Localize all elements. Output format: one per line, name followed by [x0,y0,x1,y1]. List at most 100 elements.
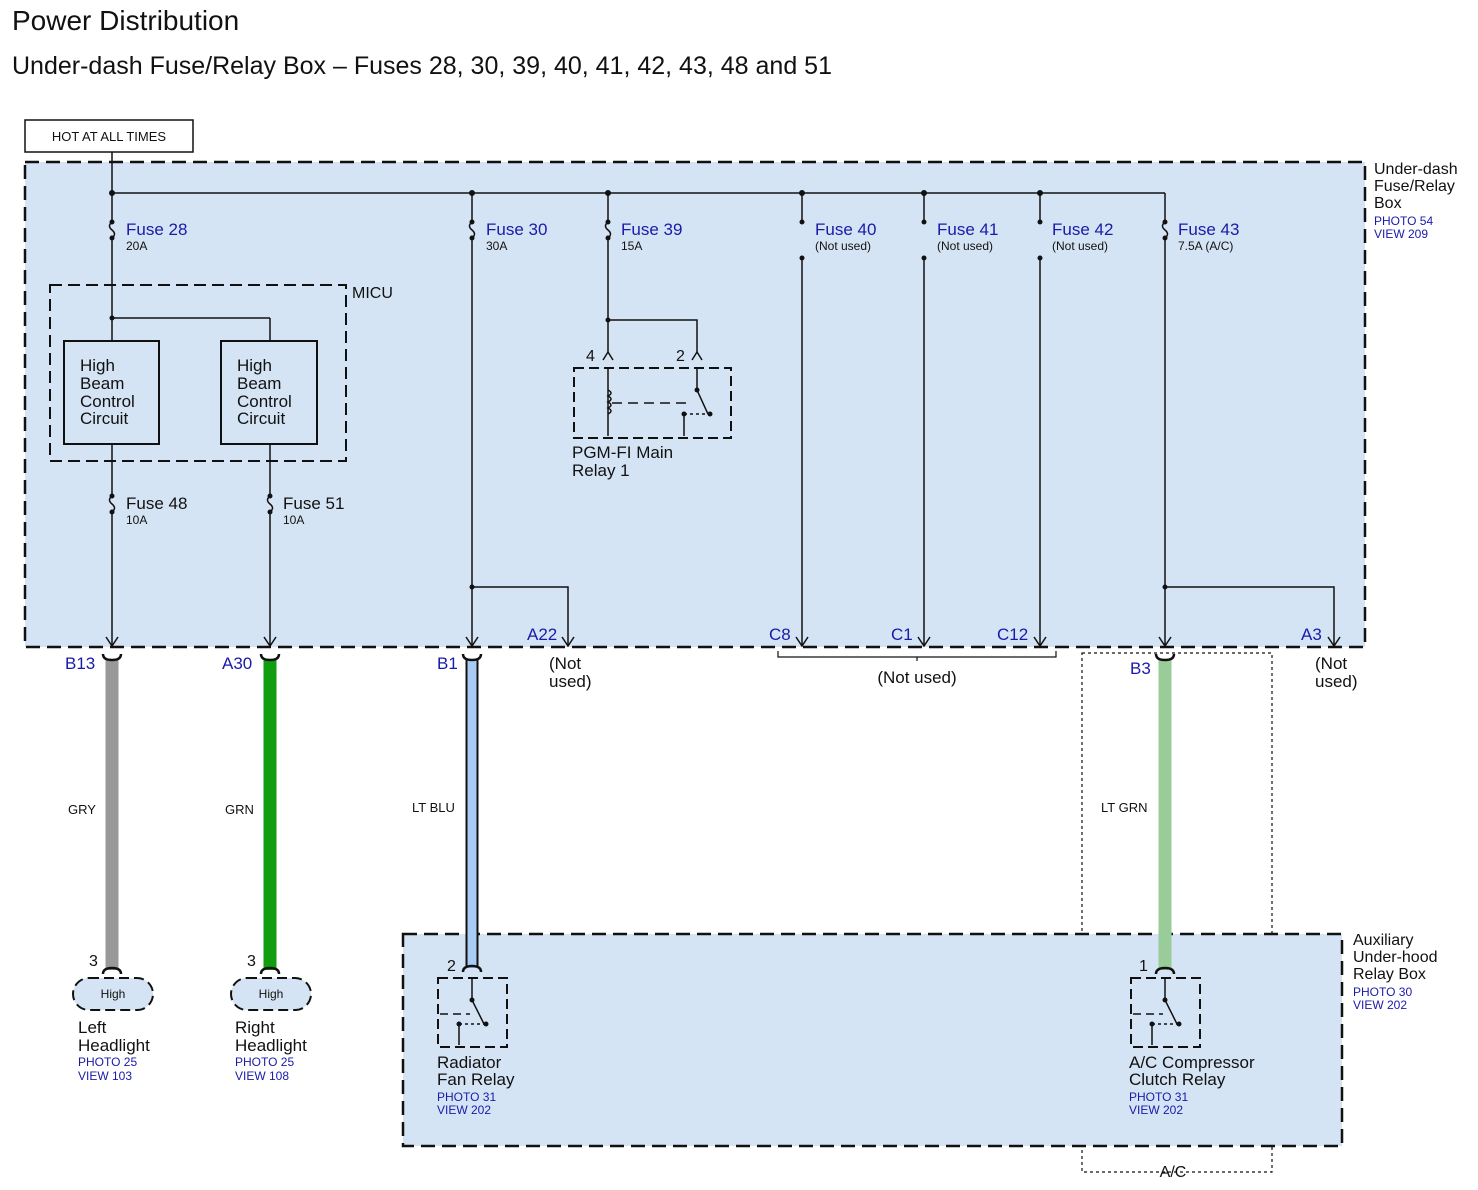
svg-text:C12: C12 [997,625,1028,644]
fuse-28-rating: 20A [126,239,147,253]
svg-text:B1: B1 [437,654,458,673]
hot-at-all-times-box [24,119,194,153]
inner-terminal-labels: A22 C8 C1 C12 A3 [527,625,1322,644]
right-headlight-pin: 3 [247,953,256,970]
svg-text:Under-dash: Under-dash [1374,161,1458,178]
fuse-30-rating: 30A [486,239,507,253]
fuse-41-label: Fuse 41 [937,220,998,239]
fuse-42-rating: (Not used) [1052,239,1108,253]
a22-not-used-2: used) [549,672,592,691]
svg-text:High: High [80,356,115,375]
a3-not-used-1: (Not [1315,654,1347,673]
svg-text:LT BLU: LT BLU [412,800,455,815]
left-headlight-view: VIEW 103 [78,1069,132,1083]
svg-text:Beam: Beam [80,374,124,393]
fuse-42-label: Fuse 42 [1052,220,1113,239]
svg-text:GRY: GRY [68,802,96,817]
pgm-fi-main-relay-box [573,367,732,439]
right-headlight-view: VIEW 108 [235,1069,289,1083]
fuse-40-rating: (Not used) [815,239,871,253]
not-used-bracket [777,651,1057,661]
radiator-relay-label-1: Radiator [437,1053,502,1072]
right-headlight-bulb-label: High [259,987,284,1001]
fuse-48-rating: 10A [126,513,147,527]
page-title: Power Distribution [12,5,239,36]
ac-relay-label-2: Clutch Relay [1129,1070,1226,1089]
right-headlight-label-2: Headlight [235,1036,307,1055]
left-headlight-bulb-label: High [101,987,126,1001]
svg-text:A3: A3 [1301,625,1322,644]
pgm-relay-pin-4: 4 [586,348,595,365]
fuse-48-51-symbols [105,444,277,648]
svg-text:Control: Control [80,392,135,411]
fuse-28-symbol [108,193,271,341]
radiator-relay-pin: 2 [447,958,456,975]
fuse-43-rating: 7.5A (A/C) [1178,239,1233,253]
fuse-48-label: Fuse 48 [126,494,187,513]
svg-text:GRN: GRN [225,802,254,817]
svg-text:B3: B3 [1130,659,1151,678]
right-headlight-label-1: Right [235,1018,275,1037]
svg-text:High: High [237,356,272,375]
svg-text:B13: B13 [65,654,95,673]
pgm-relay-pin-2: 2 [676,348,685,365]
main-bus [111,152,1165,194]
svg-text:Box: Box [1374,195,1402,212]
fuse-39-symbol [602,193,703,361]
svg-text:PHOTO 54: PHOTO 54 [1374,214,1433,228]
svg-text:Under-hood: Under-hood [1353,949,1438,966]
ac-relay-pin: 1 [1139,958,1148,975]
outer-terminal-labels: B13 A30 B1 B3 [65,654,1151,678]
aux-box-label: Auxiliary Under-hood Relay Box PHOTO 30 … [1353,932,1438,1012]
hbcc-left-text: High Beam Control Circuit [80,356,135,428]
page-subtitle: Under-dash Fuse/Relay Box – Fuses 28, 30… [12,52,832,80]
ac-option-region [1081,652,1273,1173]
ac-relay-view: VIEW 202 [1129,1103,1183,1117]
left-headlight-label-1: Left [78,1018,107,1037]
fuse-51-label: Fuse 51 [283,494,344,513]
left-headlight-label-2: Headlight [78,1036,150,1055]
svg-text:C1: C1 [891,625,913,644]
svg-text:Circuit: Circuit [80,409,128,428]
fuse-43-label: Fuse 43 [1178,220,1239,239]
hbcc-right-text: High Beam Control Circuit [237,356,292,428]
radiator-relay-label-2: Fan Relay [437,1070,515,1089]
fuse-41-rating: (Not used) [937,239,993,253]
svg-text:Beam: Beam [237,374,281,393]
a3-not-used-2: used) [1315,672,1358,691]
svg-text:A22: A22 [527,625,557,644]
wire-connectors [101,653,1176,975]
left-headlight-pin: 3 [89,953,98,970]
svg-text:A30: A30 [222,654,252,673]
ac-label: A/C [1160,1164,1187,1181]
svg-text:Fuse/Relay: Fuse/Relay [1374,178,1455,195]
svg-text:LT GRN: LT GRN [1101,800,1147,815]
radiator-relay-photo: PHOTO 31 [437,1090,496,1104]
auxiliary-relay-box [401,932,1344,1148]
fuse-40-41-42-symbols [795,193,1047,648]
pgm-relay-internals [606,368,710,436]
fuse-40-label: Fuse 40 [815,220,876,239]
fuse-30-symbol [465,193,575,648]
fuse-28-label: Fuse 28 [126,220,187,239]
svg-text:Control: Control [237,392,292,411]
micu-box [49,284,347,462]
ac-relay-label-1: A/C Compressor [1129,1053,1255,1072]
left-headlight-photo: PHOTO 25 [78,1055,137,1069]
c-terminals-not-used: (Not used) [877,668,956,687]
wire-color-labels: GRY GRN LT BLU LT GRN [68,800,1147,817]
fuse-39-rating: 15A [621,239,642,253]
fuse-39-label: Fuse 39 [621,220,682,239]
svg-text:VIEW 202: VIEW 202 [1353,998,1407,1012]
pgm-relay-label-1: PGM-FI Main [572,443,673,462]
hot-at-all-times-label: HOT AT ALL TIMES [52,129,166,144]
micu-label: MICU [352,285,393,302]
underdash-box-label: Under-dash Fuse/Relay Box PHOTO 54 VIEW … [1374,161,1458,241]
svg-text:Relay Box: Relay Box [1353,966,1426,983]
svg-text:PHOTO 30: PHOTO 30 [1353,985,1412,999]
ac-relay-photo: PHOTO 31 [1129,1090,1188,1104]
high-beam-control-circuit-left [63,340,160,445]
left-headlight-bulb [72,977,154,1011]
fuse-43-symbol [1158,193,1341,648]
